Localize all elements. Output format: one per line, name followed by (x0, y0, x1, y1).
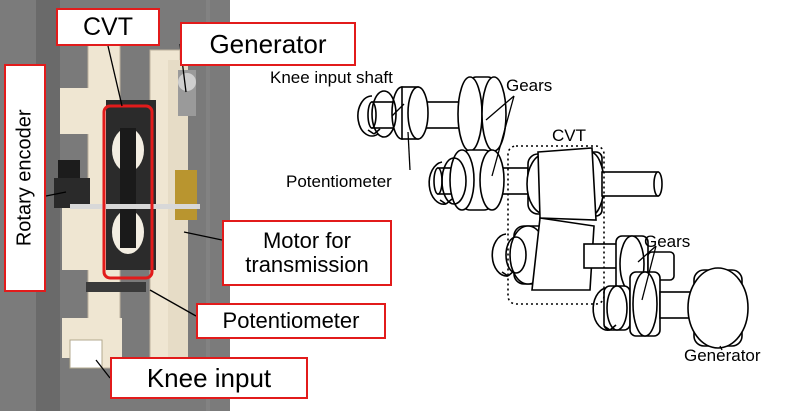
cvt-callout: CVT (56, 8, 160, 46)
cvt-highlight-box (102, 104, 154, 280)
rotary-encoder-label: Rotary encoder (13, 109, 36, 247)
knee-input-gear-assembly (367, 76, 507, 152)
generator-diagram-label: Generator (684, 346, 761, 365)
generator-drum (687, 267, 749, 349)
gears-top-label: Gears (506, 76, 553, 95)
cvt-boundary (507, 145, 605, 305)
output-gear-assembly (603, 235, 703, 337)
motor-label-line2: transmission (245, 252, 369, 277)
cvt-assembly (505, 147, 663, 291)
rotary-encoder-callout: Rotary encoder (4, 64, 46, 292)
prototype-photo (0, 0, 230, 411)
knee-input-shaft-label: Knee input shaft (270, 68, 393, 87)
cvt-diagram-label: CVT (552, 126, 586, 145)
motor-label-line1: Motor for (262, 228, 351, 254)
motor-callout: Motor for transmission (222, 220, 392, 286)
generator-callout: Generator (180, 22, 356, 66)
gears-bottom-label: Gears (644, 232, 691, 251)
potentiometer-diagram-label: Potentiometer (286, 172, 392, 191)
potentiometer-callout: Potentiometer (196, 303, 386, 339)
knee-input-callout: Knee input (110, 357, 308, 399)
potentiometer-gear-assembly (433, 149, 529, 211)
